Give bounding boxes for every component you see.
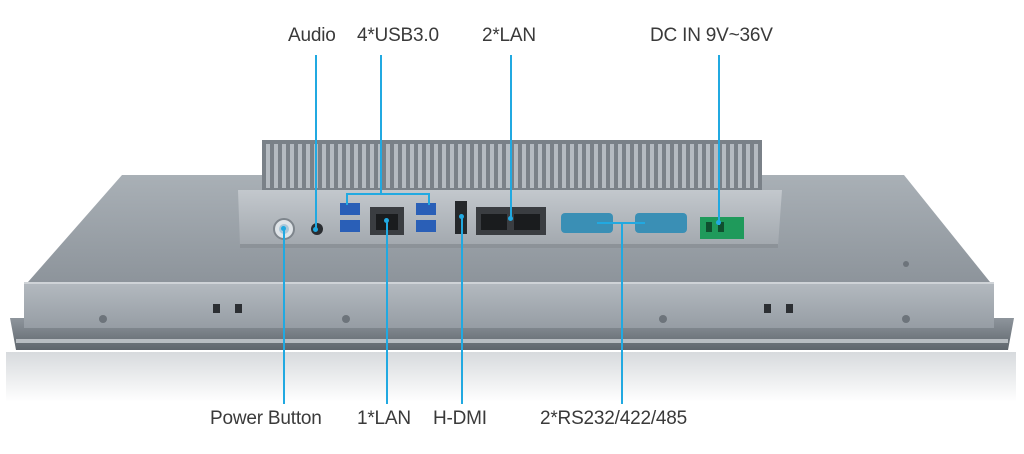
heatsink-fin	[602, 144, 606, 188]
heatsink-fin	[490, 144, 494, 188]
lan2-leader	[510, 55, 512, 220]
heatsink-fin	[290, 144, 294, 188]
heatsink-fin	[706, 144, 710, 188]
audio-leader-dot	[313, 227, 318, 232]
heatsink-fin	[266, 144, 270, 188]
heatsink-fin	[482, 144, 486, 188]
panel-vents	[213, 304, 793, 313]
heatsink-fin	[714, 144, 718, 188]
heatsink-fin	[546, 144, 550, 188]
usb-ports	[340, 203, 436, 232]
heatsink-fin	[522, 144, 526, 188]
serial-leader	[621, 222, 623, 404]
power-button-leader-dot	[281, 226, 286, 231]
heatsink-fin	[362, 144, 366, 188]
floor-reflection	[6, 352, 1016, 402]
heatsink-fin	[514, 144, 518, 188]
heatsink-fin	[410, 144, 414, 188]
lan2-leader-dot	[508, 216, 513, 221]
heatsink-fin	[498, 144, 502, 188]
heatsink-fin	[650, 144, 654, 188]
heatsink-fin	[738, 144, 742, 188]
heatsink-fins	[262, 140, 762, 190]
heatsink-fin	[442, 144, 446, 188]
heatsink-fin	[450, 144, 454, 188]
heatsink-fin	[402, 144, 406, 188]
heatsink-fin	[698, 144, 702, 188]
power-button-label: Power Button	[210, 408, 322, 429]
serial-label: 2*RS232/422/485	[540, 408, 688, 429]
heatsink-fin	[674, 144, 678, 188]
lan2-label: 2*LAN	[482, 25, 536, 46]
audio-leader	[315, 55, 317, 231]
heatsink-fin	[562, 144, 566, 188]
heatsink-fin	[426, 144, 430, 188]
heatsink-fin	[610, 144, 614, 188]
dc-terminal-block	[700, 217, 744, 239]
heatsink-fin	[322, 144, 326, 188]
usb-leader-left	[346, 193, 348, 205]
heatsink-fin	[330, 144, 334, 188]
heatsink-fin	[626, 144, 630, 188]
usb-label: 4*USB3.0	[357, 25, 439, 46]
audio-label: Audio	[288, 25, 336, 46]
heatsink-fin	[474, 144, 478, 188]
heatsink-fin	[458, 144, 462, 188]
heatsink-fin	[730, 144, 734, 188]
heatsink-fin	[658, 144, 662, 188]
panel-screws	[99, 261, 910, 323]
lan1-leader	[386, 220, 388, 404]
heatsink-fin	[642, 144, 646, 188]
heatsink-fin	[554, 144, 558, 188]
heatsink-fin	[690, 144, 694, 188]
heatsink-fin	[354, 144, 358, 188]
heatsink-fin	[538, 144, 542, 188]
dc-in-label: DC IN 9V~36V	[650, 25, 773, 46]
heatsink-fin	[682, 144, 686, 188]
heatsink-fin	[594, 144, 598, 188]
heatsink-fin	[338, 144, 342, 188]
hdmi-leader-dot	[459, 214, 464, 219]
heatsink-fin	[306, 144, 310, 188]
usb-leader-horizontal	[346, 193, 430, 195]
heatsink-fin	[754, 144, 758, 188]
lan1-leader-dot	[384, 218, 389, 223]
heatsink-fin	[578, 144, 582, 188]
heatsink-fin	[274, 144, 278, 188]
hdmi-leader	[461, 216, 463, 404]
heatsink-fin	[570, 144, 574, 188]
heatsink-fin	[618, 144, 622, 188]
dc-in-leader-dot	[716, 220, 721, 225]
power-button-leader	[283, 229, 285, 404]
heatsink-fin	[434, 144, 438, 188]
dc-in-leader	[718, 55, 720, 225]
heatsink-fin	[466, 144, 470, 188]
heatsink-fin	[666, 144, 670, 188]
heatsink-fin	[370, 144, 374, 188]
heatsink-fin	[746, 144, 750, 188]
heatsink-fin	[386, 144, 390, 188]
serial-leader-horizontal	[597, 222, 645, 224]
heatsink-fin	[586, 144, 590, 188]
serial-ports	[561, 213, 687, 233]
usb-leader-right	[428, 193, 430, 205]
usb-leader	[380, 55, 382, 195]
heatsink-fin	[282, 144, 286, 188]
lan1-label: 1*LAN	[357, 408, 411, 429]
heatsink-fin	[506, 144, 510, 188]
heatsink-fin	[418, 144, 422, 188]
heatsink-fin	[346, 144, 350, 188]
heatsink-fin	[634, 144, 638, 188]
heatsink-fin	[722, 144, 726, 188]
hdmi-label: H-DMI	[433, 408, 487, 429]
heatsink-fin	[394, 144, 398, 188]
heatsink-fin	[298, 144, 302, 188]
heatsink-fin	[530, 144, 534, 188]
